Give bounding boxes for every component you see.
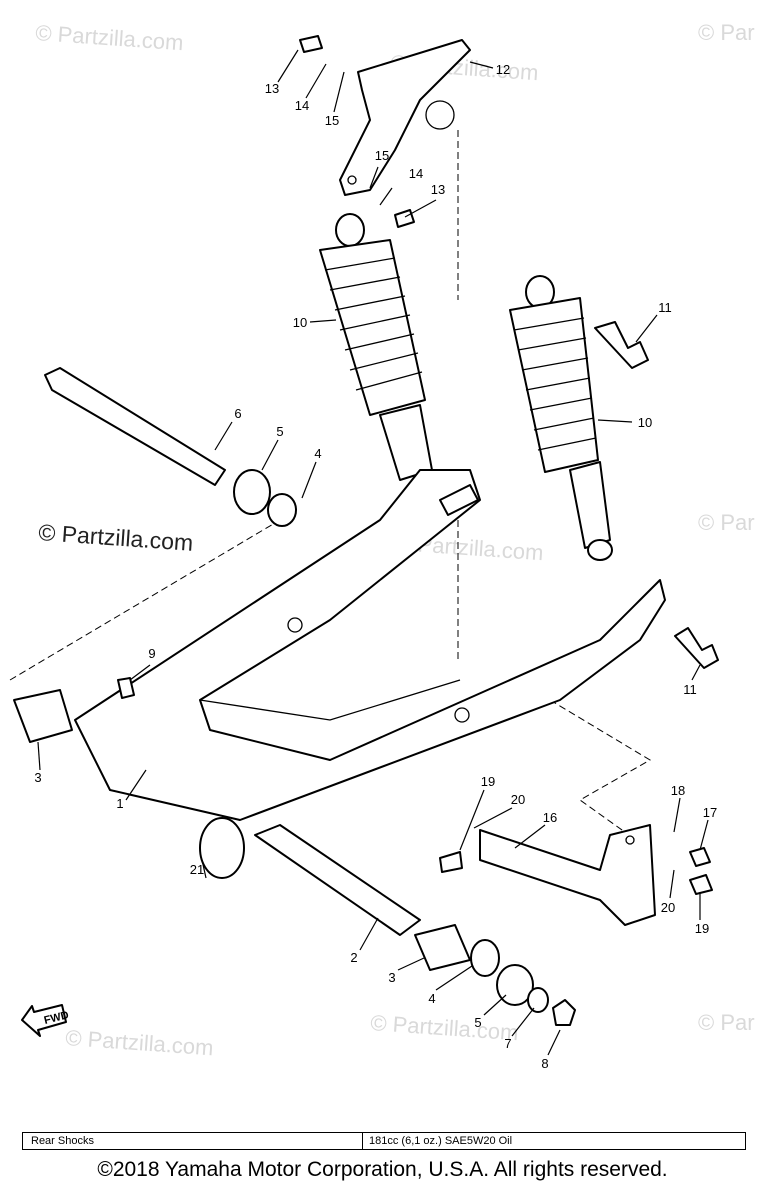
callout-10: 10 xyxy=(293,315,307,330)
callout-6: 6 xyxy=(234,406,241,421)
watermark: © Partzilla.com xyxy=(370,1010,520,1045)
callout-17: 17 xyxy=(703,805,717,820)
watermark: © Partzilla.com xyxy=(35,20,185,55)
callout-18: 18 xyxy=(671,783,685,798)
callout-15: 15 xyxy=(325,113,339,128)
callout-13: 13 xyxy=(265,81,279,96)
copyright-notice: ©2018 Yamaha Motor Corporation, U.S.A. A… xyxy=(97,1158,668,1181)
callout-8: 8 xyxy=(541,1056,548,1071)
callout-21: 21 xyxy=(190,862,204,877)
callout-4: 4 xyxy=(428,991,435,1006)
callout-20: 20 xyxy=(511,792,525,807)
callout-14: 14 xyxy=(409,166,423,181)
callout-4: 4 xyxy=(314,446,321,461)
pivot-shaft xyxy=(44,367,297,527)
watermark: © Partzilla.com xyxy=(65,1025,215,1060)
watermark: © Par xyxy=(698,510,755,535)
fwd-label: FWD xyxy=(43,1009,70,1027)
spec-value: 181cc (6,1 oz.) SAE5W20 Oil xyxy=(369,1135,513,1147)
fwd-arrow: FWD xyxy=(21,1004,70,1037)
rear-shock-left xyxy=(319,213,433,481)
bolts xyxy=(299,35,719,895)
callout-15: 15 xyxy=(375,148,389,163)
watermark: © Par xyxy=(698,1010,755,1035)
callout-20: 20 xyxy=(661,900,675,915)
callout-7: 7 xyxy=(504,1036,511,1051)
chain-guard-bracket xyxy=(479,824,656,926)
parts-diagram: © Partzilla.com © Partzilla.com © Par © … xyxy=(9,20,755,1071)
bushings xyxy=(13,677,576,1026)
leader-lines xyxy=(37,49,709,1056)
watermark-main: © Partzilla.com xyxy=(38,519,194,556)
reference-line xyxy=(549,699,651,851)
callout-1: 1 xyxy=(116,796,123,811)
callout-11: 11 xyxy=(683,682,697,697)
callout-16: 16 xyxy=(543,810,557,825)
callout-5: 5 xyxy=(276,424,283,439)
rear-shock-right xyxy=(509,275,613,561)
callout-13: 13 xyxy=(431,182,445,197)
callout-3: 3 xyxy=(34,770,41,785)
callout-12: 12 xyxy=(496,62,510,77)
spec-item: Rear Shocks xyxy=(23,1133,363,1149)
callout-10: 10 xyxy=(638,415,652,430)
callout-11: 11 xyxy=(658,300,672,315)
callouts: 13 14 15 12 15 14 13 11 10 10 6 5 4 9 3 … xyxy=(34,62,717,1071)
callout-3: 3 xyxy=(388,970,395,985)
callout-19: 19 xyxy=(695,921,709,936)
callout-19: 19 xyxy=(481,774,495,789)
callout-9: 9 xyxy=(148,646,155,661)
callout-2: 2 xyxy=(350,950,357,965)
reference-line xyxy=(9,519,281,681)
spec-table: Rear Shocks 181cc (6,1 oz.) SAE5W20 Oil xyxy=(22,1132,746,1150)
callout-14: 14 xyxy=(295,98,309,113)
swing-arm xyxy=(74,469,666,821)
upper-shock-bracket xyxy=(339,39,471,196)
callout-5: 5 xyxy=(474,1015,481,1030)
watermark: © Par xyxy=(698,20,755,45)
